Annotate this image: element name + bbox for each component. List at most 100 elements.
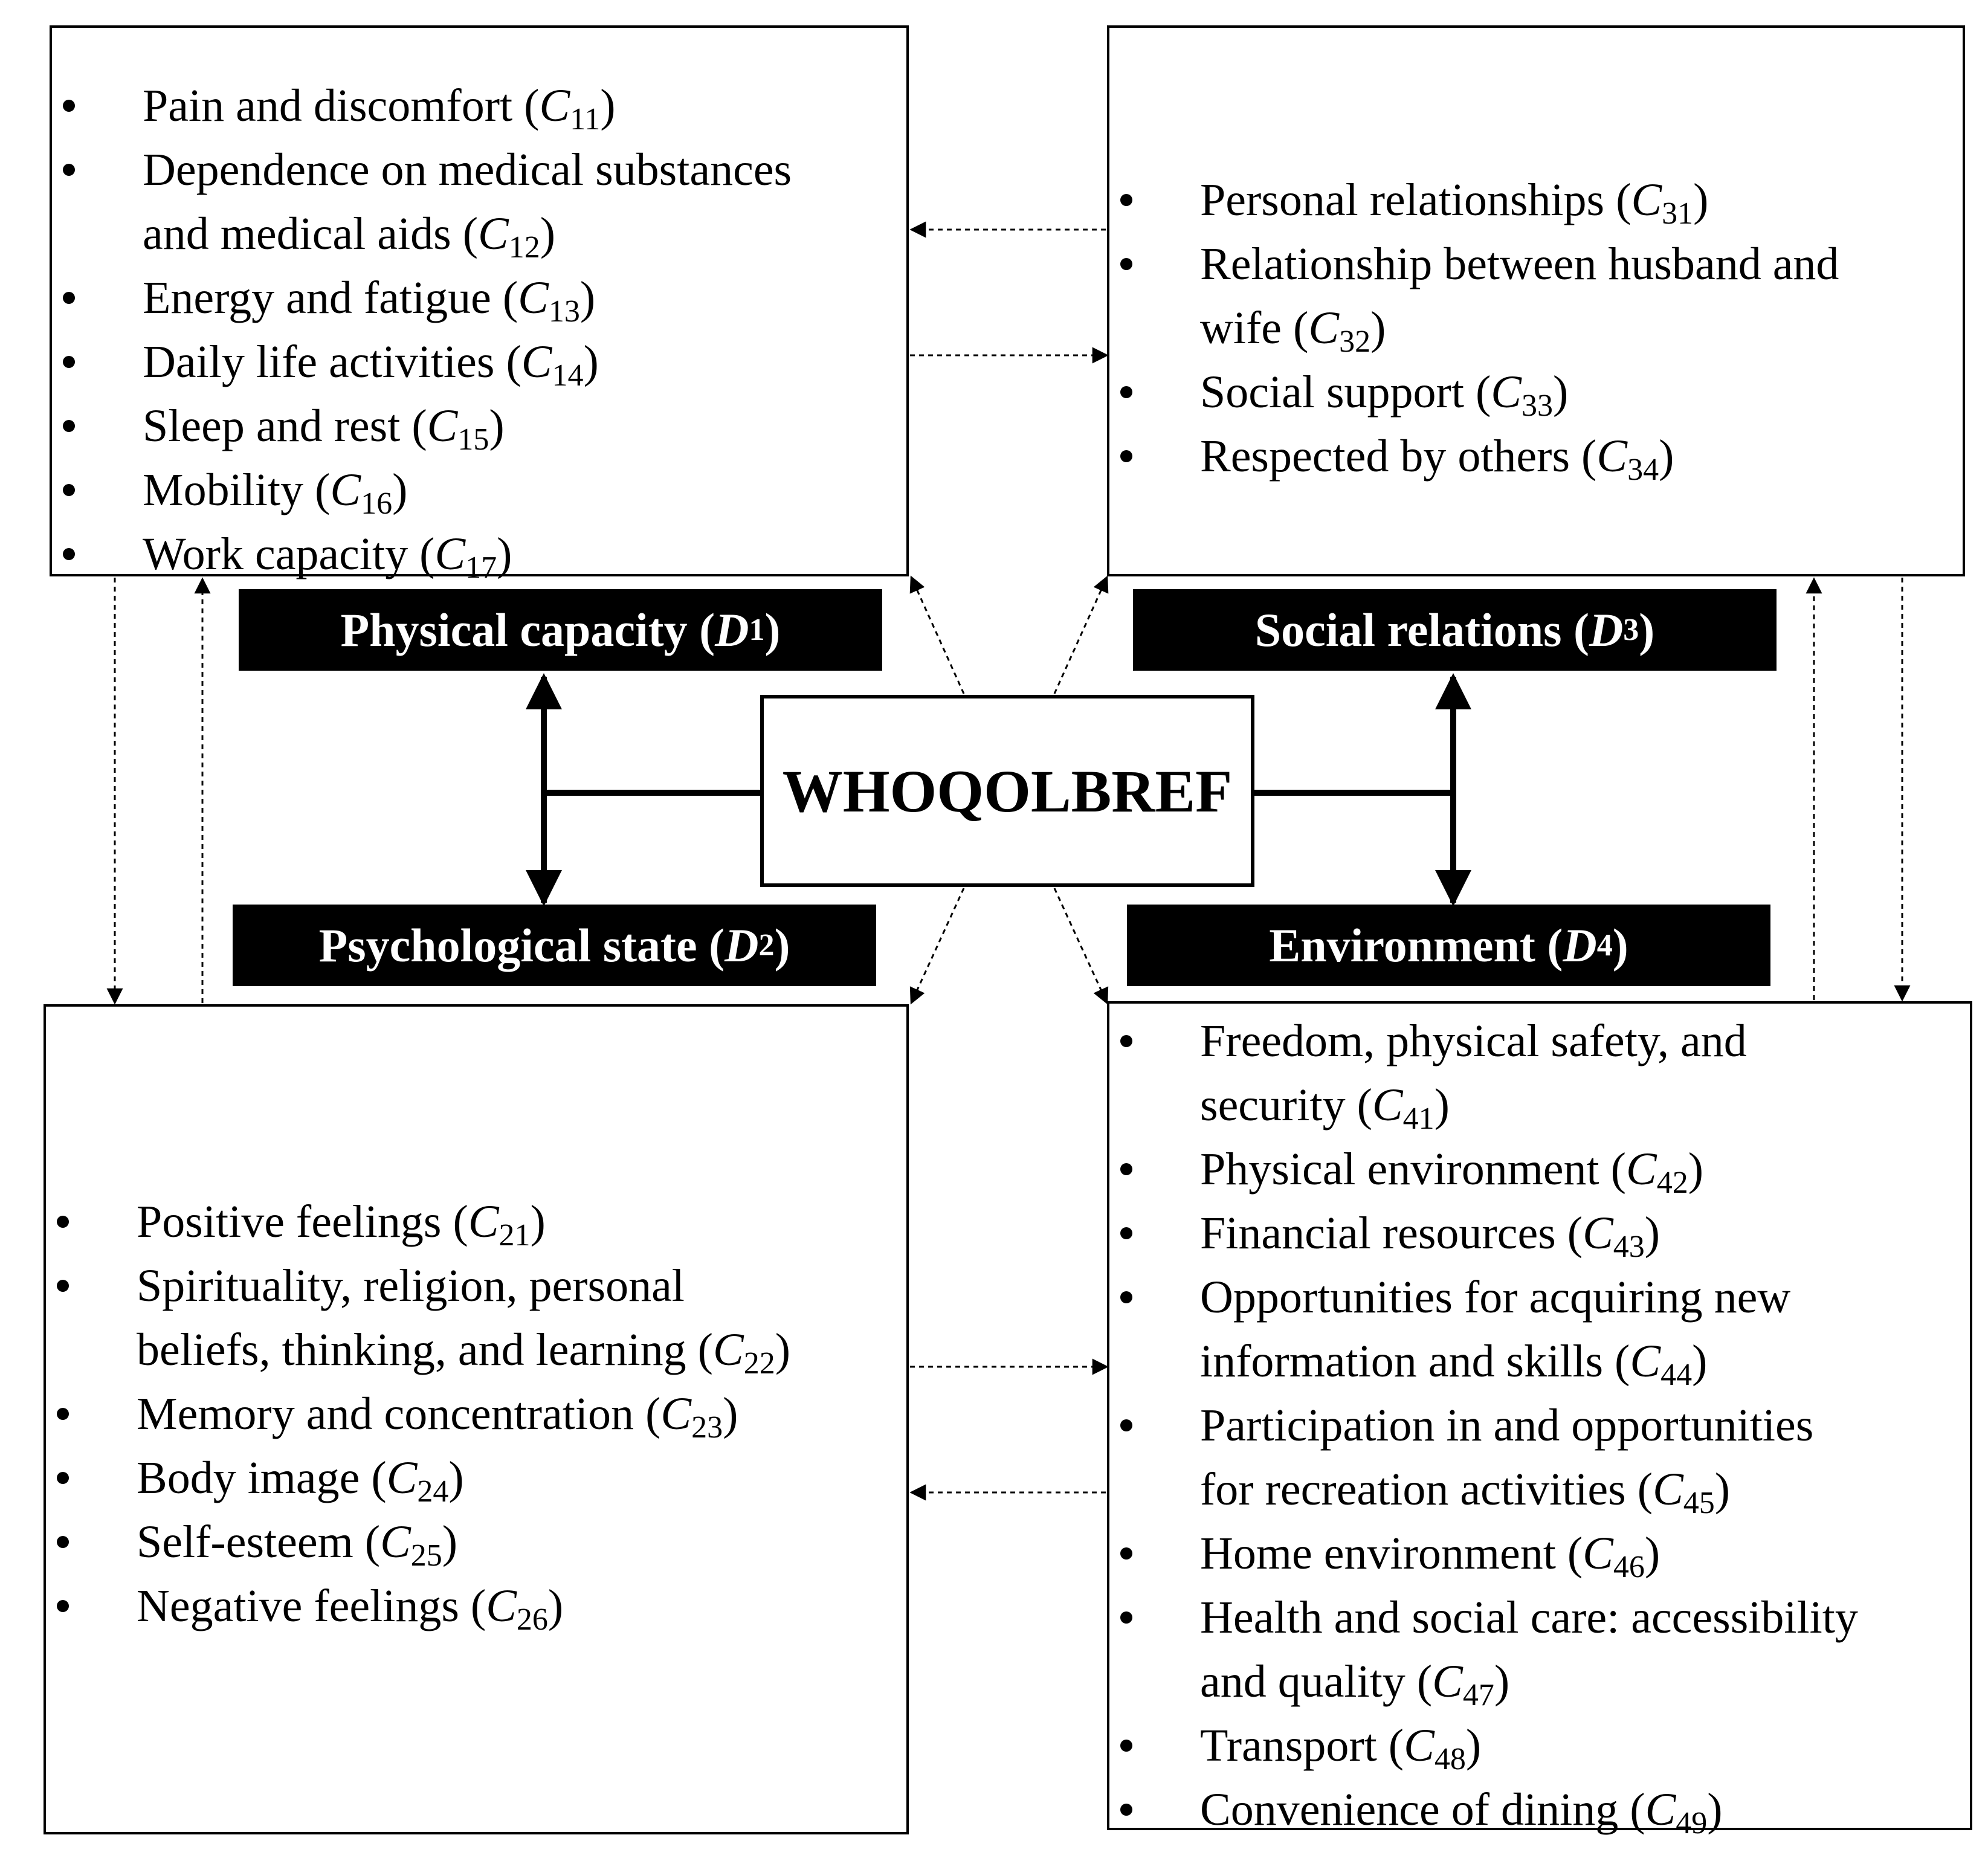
criterion-text: and quality — [1200, 1656, 1405, 1707]
criterion-symbol: C — [1432, 1656, 1463, 1707]
criterion-symbol: C — [1653, 1464, 1683, 1515]
criterion-text: Work capacity — [143, 529, 408, 579]
criterion-index: 42 — [1656, 1166, 1688, 1200]
criterion-index: 34 — [1627, 453, 1659, 487]
criterion-text: Dependence on medical substances — [143, 144, 792, 195]
criterion-item: Financial resources (C43) — [1109, 1201, 1970, 1265]
criterion-item: Sleep and rest (C15) — [52, 394, 906, 458]
dimension-symbol: D — [715, 603, 749, 656]
criterion-symbol: C — [1583, 1208, 1613, 1259]
criterion-text: Financial resources — [1200, 1208, 1556, 1259]
criterion-symbol: C — [434, 529, 466, 579]
criterion-symbol: C — [1631, 175, 1662, 225]
criterion-index: 15 — [457, 422, 489, 457]
criterion-symbol: C — [1625, 1144, 1657, 1195]
criterion-item: Transport (C48) — [1109, 1714, 1970, 1778]
criterion-item: Respected by others (C34) — [1109, 424, 1963, 488]
criterion-text: beliefs, thinking, and learning — [137, 1324, 686, 1375]
criterion-symbol: C — [468, 1196, 499, 1247]
criterion-text: Energy and fatigue — [143, 273, 491, 323]
criterion-index: 16 — [361, 486, 393, 521]
criterion-text: and medical aids — [143, 208, 451, 259]
criterion-text: Respected by others — [1200, 431, 1570, 482]
criterion-text: information and skills — [1200, 1336, 1604, 1387]
criterion-text: Freedom, physical safety, and — [1200, 1016, 1747, 1066]
physical-capacity-criteria-list: Pain and discomfort (C11)Dependence on m… — [52, 74, 906, 586]
criterion-item: Personal relationships (C31) — [1109, 168, 1963, 232]
criterion-symbol: C — [386, 1453, 418, 1503]
dimension-name: Psychological state — [318, 918, 697, 972]
criterion-text: security — [1200, 1080, 1346, 1131]
psychological-state-criteria-list: Positive feelings (C21)Spirituality, rel… — [46, 1190, 906, 1638]
criterion-index: 47 — [1462, 1678, 1494, 1712]
dimension-name: Physical capacity — [340, 603, 688, 656]
criterion-index: 49 — [1676, 1806, 1708, 1840]
physical-capacity-criteria-box: Pain and discomfort (C11)Dependence on m… — [50, 25, 909, 584]
dotted-arrow-to-c3-box — [1053, 575, 1109, 694]
criterion-text: Body image — [137, 1453, 360, 1503]
criterion-text: wife — [1200, 303, 1282, 353]
criterion-index: 41 — [1402, 1102, 1435, 1136]
dotted-arrow-to-c2-box — [909, 888, 965, 1005]
criterion-index: 33 — [1521, 389, 1553, 423]
criterion-symbol: C — [380, 1517, 411, 1567]
criterion-index: 21 — [499, 1218, 531, 1253]
psychological-state-criteria-box: Positive feelings (C21)Spirituality, rel… — [44, 1004, 909, 1834]
criterion-item: Home environment (C46) — [1109, 1521, 1970, 1585]
criterion-symbol: C — [330, 465, 361, 515]
criterion-text: Social support — [1200, 367, 1464, 418]
criterion-symbol: C — [518, 273, 549, 323]
criterion-index: 17 — [465, 550, 497, 585]
criterion-symbol: C — [1645, 1784, 1676, 1835]
dimension-symbol: D — [1589, 603, 1624, 656]
criterion-item: Physical environment (C42) — [1109, 1137, 1970, 1201]
criterion-text: Personal relationships — [1200, 175, 1605, 225]
criterion-index: 46 — [1613, 1550, 1645, 1584]
criterion-text: Transport — [1200, 1720, 1377, 1771]
whoqolbref-center-node: WHOQOLBREF — [760, 695, 1254, 887]
criterion-symbol: C — [1596, 431, 1628, 482]
criterion-index: 45 — [1683, 1486, 1715, 1520]
criterion-index: 48 — [1434, 1742, 1466, 1776]
criterion-text: Positive feelings — [137, 1196, 442, 1247]
criterion-text: Health and social care: accessibility — [1200, 1592, 1858, 1643]
criterion-symbol: C — [486, 1581, 517, 1631]
criterion-text: for recreation activities — [1200, 1464, 1626, 1515]
criterion-text: Participation in and opportunities — [1200, 1400, 1814, 1451]
criterion-symbol: C — [1630, 1336, 1661, 1387]
criterion-item: Health and social care: accessibility and… — [1109, 1585, 1970, 1714]
criterion-index: 13 — [548, 294, 580, 329]
criterion-item: Dependence on medical substances and medi… — [52, 138, 906, 266]
criterion-text: Memory and concentration — [137, 1389, 634, 1439]
criterion-item: Body image (C24) — [46, 1446, 906, 1510]
dimension-name: Environment — [1269, 918, 1535, 972]
criterion-text: Daily life activities — [143, 337, 495, 387]
dimension-symbol: D — [1563, 918, 1597, 972]
dotted-arrow-to-c1-box — [909, 575, 965, 694]
criterion-text: Convenience of dining — [1200, 1784, 1619, 1835]
criterion-item: Convenience of dining (C49) — [1109, 1778, 1970, 1842]
criterion-item: Daily life activities (C14) — [52, 330, 906, 394]
criterion-symbol: C — [478, 208, 509, 259]
criterion-item: Pain and discomfort (C11) — [52, 74, 906, 138]
criterion-text: Sleep and rest — [143, 401, 401, 451]
dimension-symbol: D — [725, 918, 759, 972]
criterion-text: Negative feelings — [137, 1581, 459, 1631]
criterion-index: 31 — [1662, 196, 1694, 231]
dotted-arrow-to-c4-box — [1053, 888, 1109, 1005]
center-label: WHOQOLBREF — [782, 757, 1233, 825]
criterion-text: Mobility — [143, 465, 304, 515]
social-relations-criteria-list: Personal relationships (C31)Relationship… — [1109, 168, 1963, 488]
criterion-index: 24 — [417, 1474, 449, 1509]
criterion-index: 12 — [508, 230, 540, 265]
